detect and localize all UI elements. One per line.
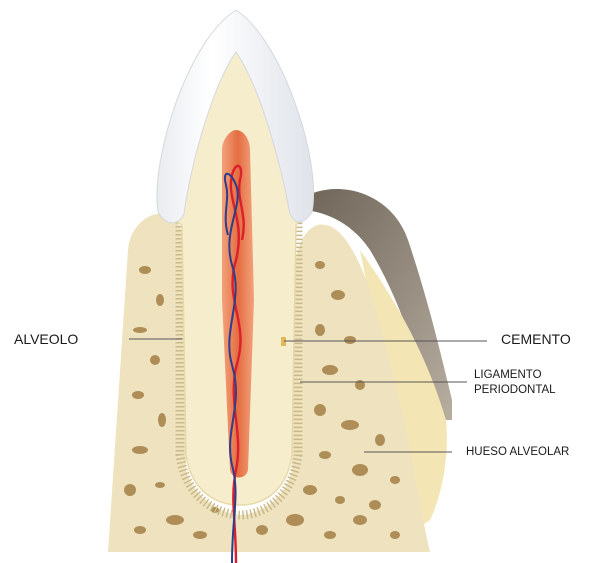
label-ligamento-periodontal: LIGAMENTO PERIODONTAL <box>474 368 556 398</box>
label-hueso-alveolar: HUESO ALVEOLAR <box>466 445 569 460</box>
label-ligamento-line1: LIGAMENTO <box>474 368 556 383</box>
label-cemento: CEMENTO <box>501 331 571 347</box>
label-ligamento-line2: PERIODONTAL <box>474 383 556 398</box>
label-alveolo: ALVEOLO <box>14 331 78 347</box>
